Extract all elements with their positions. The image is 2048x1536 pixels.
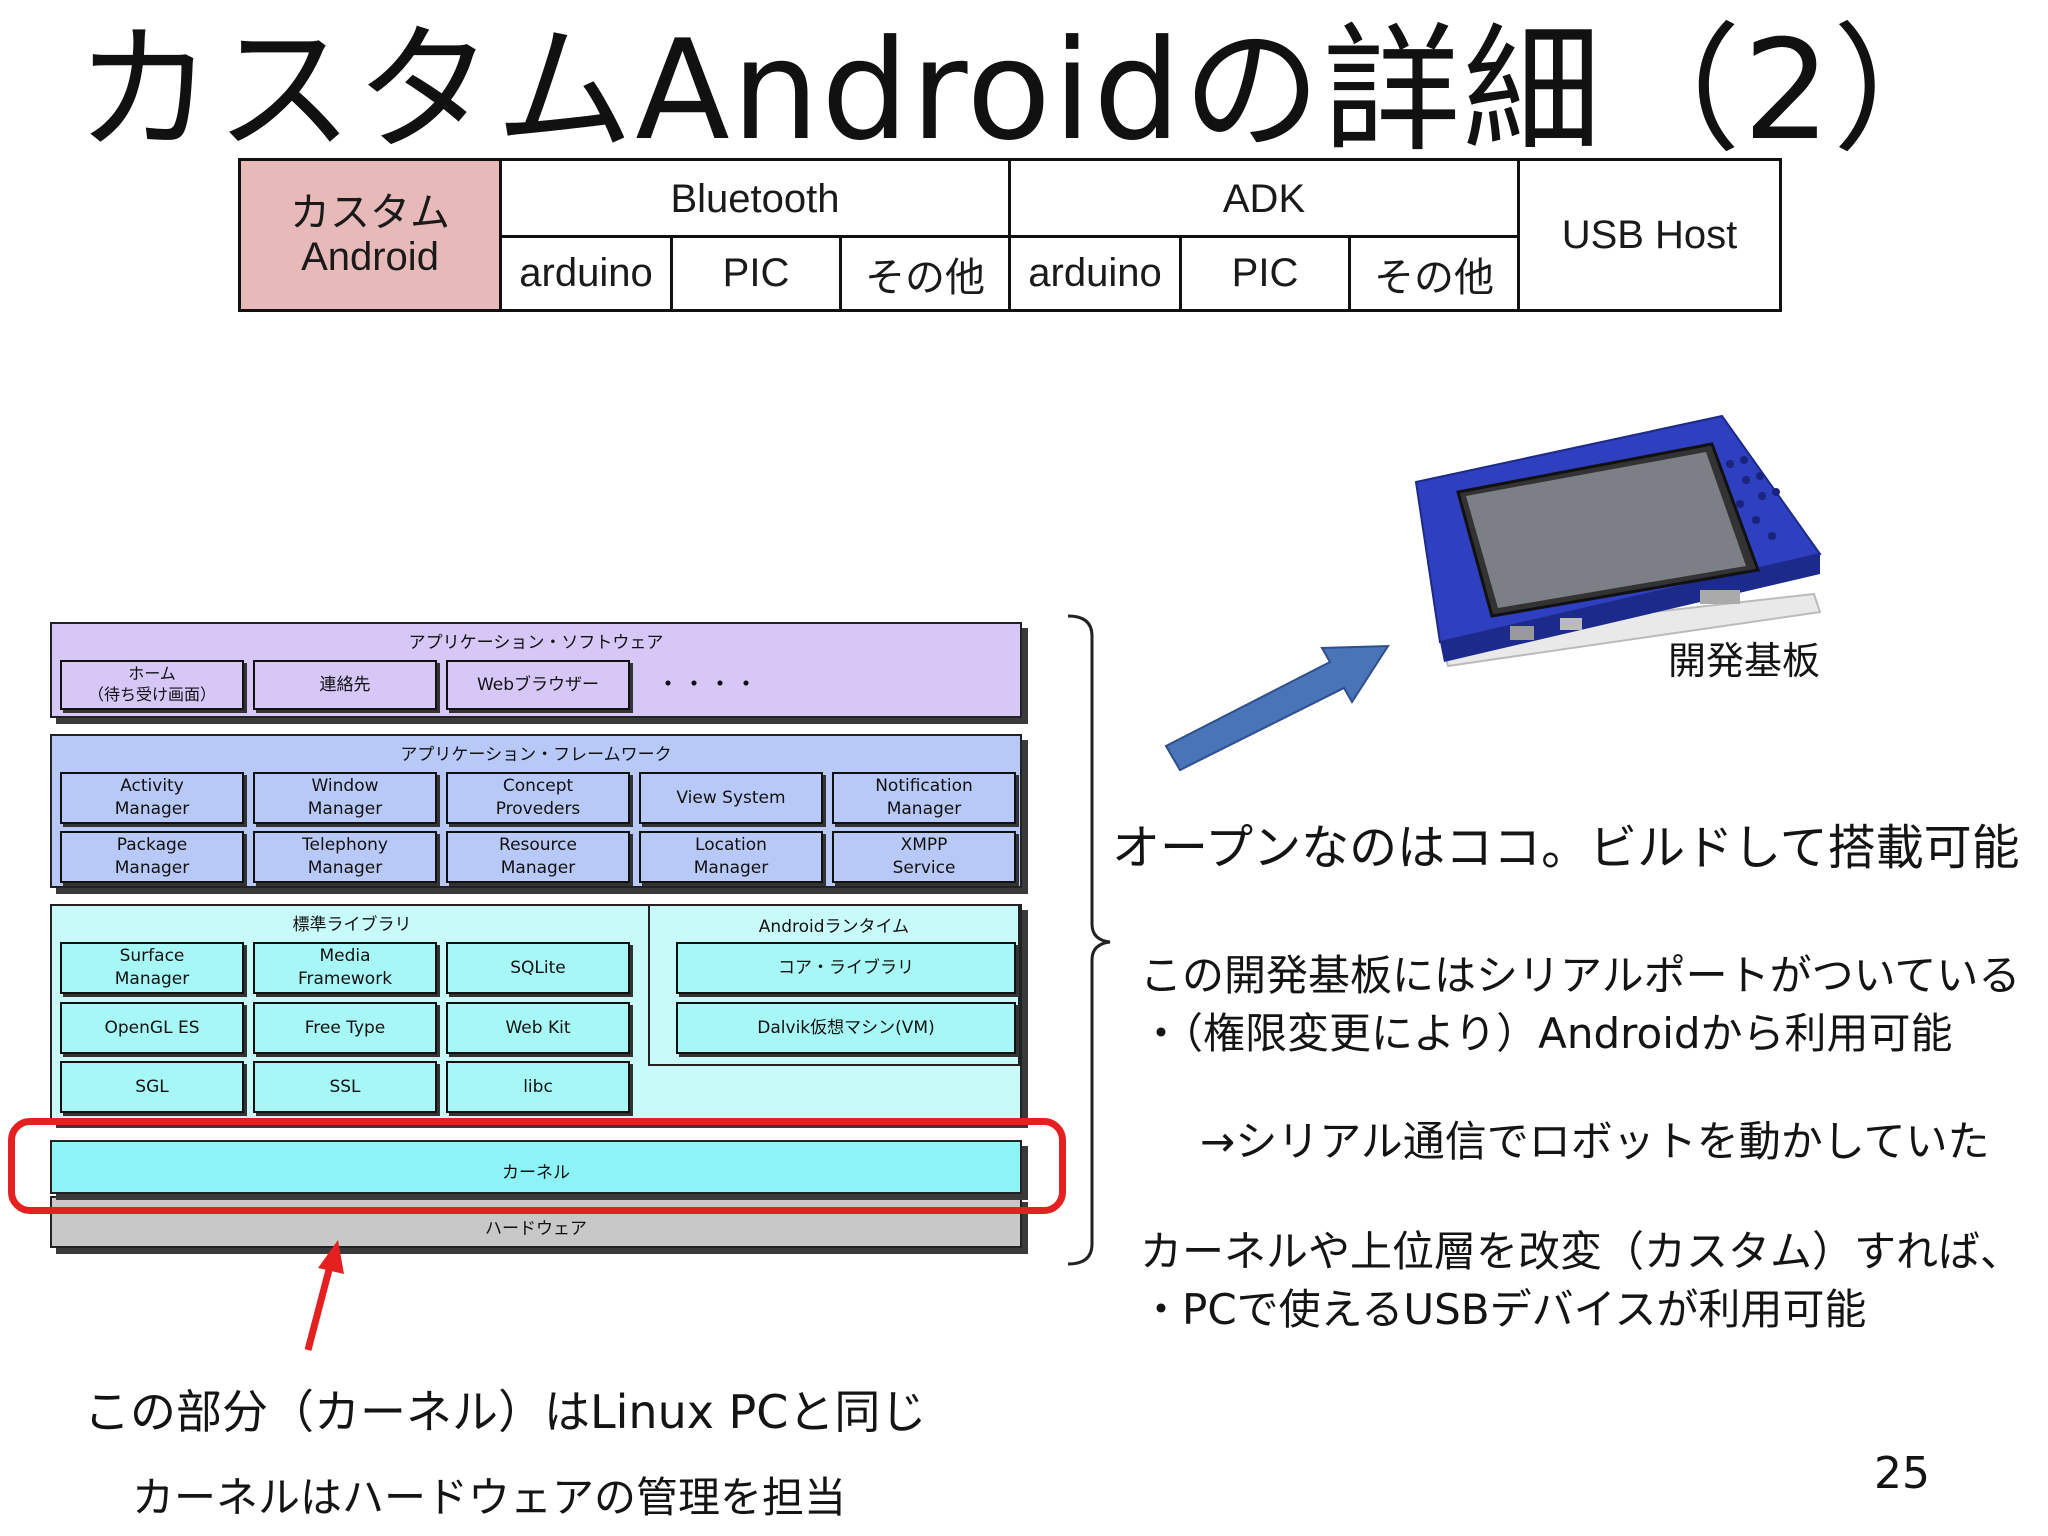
note-kernel-custom: カーネルや上位層を改変（カスタム）すれば、 — [1140, 1227, 2023, 1276]
app-web-browser: Webブラウザー — [446, 660, 630, 710]
lib-sqlite: SQLite — [446, 942, 630, 994]
usb-host-header: USB Host — [1561, 212, 1738, 257]
lib-sgl: SGL — [60, 1061, 244, 1113]
runtime-core-libraries: コア・ライブラリ — [676, 942, 1016, 994]
adk-pic: PIC — [1231, 251, 1299, 295]
bluetooth-header: Bluetooth — [670, 176, 840, 221]
fw-xmpp-service: XMPP Service — [832, 831, 1016, 883]
row-header-line1: カスタム — [290, 191, 450, 235]
lib-surface-manager: Surface Manager — [60, 942, 244, 994]
runtime-title: Androidランタイム — [758, 917, 910, 937]
apps-layer-title: アプリケーション・ソフトウェア — [408, 633, 664, 653]
fw-location-manager: Location Manager — [639, 831, 823, 883]
lib-libc: libc — [446, 1061, 630, 1113]
fw-telephony-manager: Telephony Manager — [253, 831, 437, 883]
lib-web-kit: Web Kit — [446, 1002, 630, 1054]
fw-view-system: View System — [639, 772, 823, 824]
lib-free-type: Free Type — [253, 1002, 437, 1054]
kernel-layer: カーネル — [50, 1140, 1022, 1194]
note-serial-usable: ・（権限変更により）Androidから利用可能 — [1140, 1009, 1953, 1058]
adk-other: その他 — [1374, 255, 1494, 300]
libraries-layer-title: 標準ライブラリ — [292, 915, 412, 935]
row-header-line2: Android — [301, 235, 439, 279]
board-label: 開発基板 — [1668, 639, 1821, 683]
lib-ssl: SSL — [253, 1061, 437, 1113]
bluetooth-arduino: arduino — [519, 251, 653, 295]
lib-media-framework: Media Framework — [253, 942, 437, 994]
adk-header: ADK — [1222, 176, 1306, 221]
android-runtime-layer: Androidランタイム コア・ライブラリ Dalvik仮想マシン(VM) — [648, 904, 1020, 1066]
fw-package-manager: Package Manager — [60, 831, 244, 883]
kernel-label: カーネル — [502, 1163, 570, 1183]
custom-android-header: カスタム Android — [241, 161, 499, 309]
framework-layer: アプリケーション・フレームワーク Activity Manager Window… — [50, 734, 1022, 888]
note-serial-port: この開発基板にはシリアルポートがついている — [1140, 951, 2021, 1000]
development-board-image — [1414, 414, 1822, 668]
blue-arrow-to-board — [1164, 644, 1390, 772]
runtime-dalvik-vm: Dalvik仮想マシン(VM) — [676, 1002, 1016, 1054]
apps-layer: アプリケーション・ソフトウェア ホーム （待ち受け画面） 連絡先 Webブラウザ… — [50, 622, 1022, 718]
fw-notification-manager: Notification Manager — [832, 772, 1016, 824]
fw-resource-manager: Resource Manager — [446, 831, 630, 883]
bluetooth-other: その他 — [865, 255, 985, 300]
note-usb-devices: ・PCで使えるUSBデバイスが利用可能 — [1140, 1285, 1867, 1334]
libraries-layer: 標準ライブラリ Surface Manager Media Framework … — [50, 904, 1022, 1122]
bluetooth-pic: PIC — [722, 251, 790, 295]
red-arrow-shaft — [304, 1265, 334, 1351]
app-home: ホーム （待ち受け画面） — [60, 660, 244, 710]
note-open-part: オープンなのはココ。ビルドして搭載可能 — [1112, 820, 2020, 876]
framework-layer-title: アプリケーション・フレームワーク — [400, 745, 672, 765]
app-contacts: 連絡先 — [253, 660, 437, 710]
note-kernel-linux: この部分（カーネル）はLinux PCと同じ — [84, 1385, 927, 1439]
apps-ellipsis: ・・・・ — [656, 670, 760, 698]
fw-activity-manager: Activity Manager — [60, 772, 244, 824]
slide-title: カスタムAndroidの詳細（2） — [75, 10, 1973, 171]
kernel-highlight-frame — [8, 1118, 1066, 1214]
page-number: 25 — [1874, 1448, 1930, 1499]
category-table: カスタム Android Bluetooth ADK arduino PIC そ… — [238, 158, 1782, 312]
adk-arduino: arduino — [1028, 251, 1162, 295]
lib-opengl-es: OpenGL ES — [60, 1002, 244, 1054]
note-kernel-hardware: カーネルはハードウェアの管理を担当 — [132, 1473, 847, 1522]
stack-bracket — [1067, 614, 1111, 1266]
fw-concept-proveders: Concept Proveders — [446, 772, 630, 824]
hardware-label: ハードウェア — [485, 1219, 587, 1239]
fw-window-manager: Window Manager — [253, 772, 437, 824]
red-arrow-head — [318, 1240, 344, 1274]
hardware-layer: ハードウェア — [50, 1196, 1022, 1248]
note-robot: →シリアル通信でロボットを動かしていた — [1200, 1117, 1990, 1166]
